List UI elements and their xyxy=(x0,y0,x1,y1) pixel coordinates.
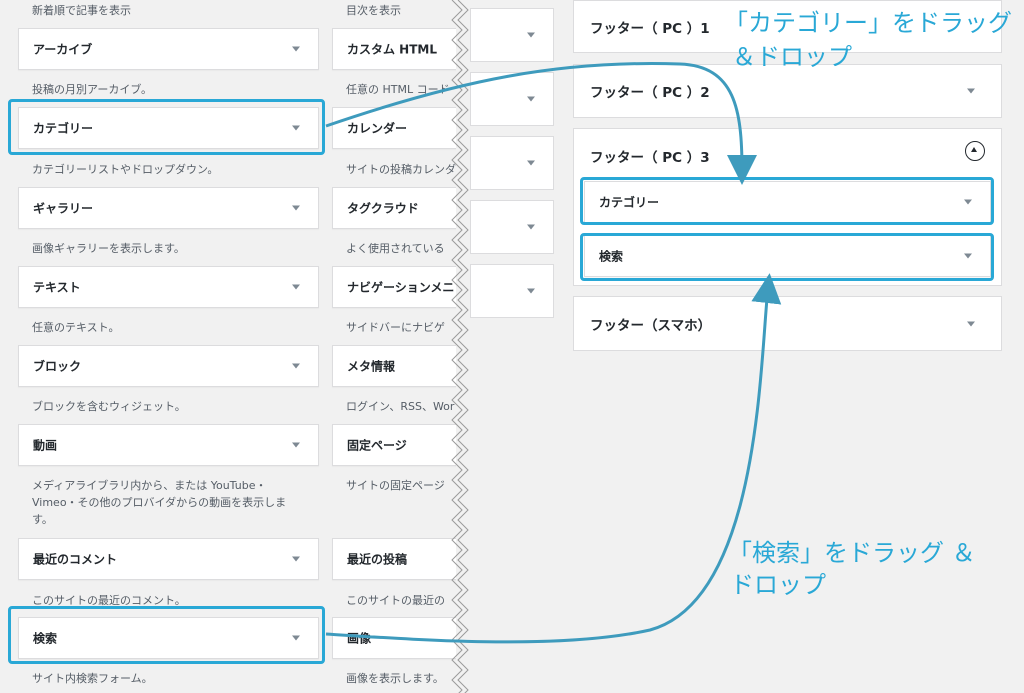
caret-down-icon[interactable] xyxy=(527,288,535,294)
widget-desc: 任意のテキスト。 xyxy=(32,321,120,334)
caret-down-icon[interactable] xyxy=(967,321,975,326)
highlight-category-target xyxy=(580,177,994,225)
widget-desc: 画像ギャラリーを表示します。 xyxy=(32,242,185,255)
widget-desc: サイトの固定ページ xyxy=(346,479,445,492)
widget-label: アーカイブ xyxy=(33,42,93,57)
widget-desc: 画像を表示します。 xyxy=(346,672,444,685)
annotation-category-line1: 「カテゴリー」をドラッグ xyxy=(724,9,1012,37)
caret-down-icon[interactable] xyxy=(292,442,300,448)
widget-desc: サイト内検索フォーム。 xyxy=(32,672,153,685)
widget-label: 検索 xyxy=(599,249,624,264)
widget-label: 検索 xyxy=(33,631,58,646)
sidebar-title: フッター（ PC ）2 xyxy=(590,85,710,101)
widget-label: テキスト xyxy=(33,280,81,295)
available-widget-block[interactable]: ブロック xyxy=(18,345,319,387)
widget-desc-top: 新着順で記事を表示 xyxy=(32,4,131,17)
widget-desc: 任意の HTML コード xyxy=(346,83,450,96)
caret-down-icon[interactable] xyxy=(292,205,300,211)
sidebar-partial-1[interactable] xyxy=(470,8,554,62)
widget-desc: このサイトの最近のコメント。 xyxy=(32,594,186,607)
available-widget-nav-menu[interactable]: ナビゲーションメニ xyxy=(332,266,456,308)
sidebar-footer-pc-3[interactable]: フッター（ PC ）3 カテゴリー 検索 xyxy=(573,128,1002,286)
available-widget-meta[interactable]: メタ情報 xyxy=(332,345,456,387)
highlight-search-source xyxy=(8,606,325,664)
widget-desc: サイドバーにナビゲ xyxy=(346,321,445,334)
sidebar-title: フッター（ PC ）1 xyxy=(590,20,710,37)
widget-desc: このサイトの最近の xyxy=(346,594,445,607)
widget-label: カスタム HTML xyxy=(347,42,437,57)
annotation-search-line1: 「検索」をドラッグ ＆ xyxy=(728,539,976,567)
widget-desc: 投稿の月別アーカイブ。 xyxy=(32,83,153,96)
caret-down-icon[interactable] xyxy=(292,556,300,562)
widget-label: 動画 xyxy=(33,438,58,453)
sidebar-footer-pc-2[interactable]: フッター（ PC ）2 xyxy=(573,64,1002,118)
available-widget-search[interactable]: 検索 xyxy=(18,617,319,659)
widget-label: メタ情報 xyxy=(347,359,396,374)
caret-down-icon[interactable] xyxy=(964,199,972,205)
collapse-toggle-icon[interactable] xyxy=(965,141,985,161)
available-widget-category[interactable]: カテゴリー xyxy=(18,107,319,149)
widget-desc: メディアライブラリ内から、または YouTube・Vimeo・その他のプロバイダ… xyxy=(32,479,287,526)
available-widget-recent-comments[interactable]: 最近のコメント xyxy=(18,538,319,580)
sidebar-footer-smartphone[interactable]: フッター（スマホ） xyxy=(573,296,1002,351)
widget-label: 最近のコメント xyxy=(33,552,118,567)
widget-desc: ログイン、RSS、Wor xyxy=(346,400,455,413)
caret-down-icon[interactable] xyxy=(292,125,300,131)
widget-label: ブロック xyxy=(33,359,82,374)
widget-desc: サイトの投稿カレンダ xyxy=(346,163,456,176)
placed-widget-category[interactable]: カテゴリー xyxy=(584,181,991,223)
sidebar-partial-5[interactable] xyxy=(470,264,554,318)
widget-label: タグクラウド xyxy=(347,201,419,216)
highlight-search-target xyxy=(580,233,994,281)
caret-down-icon[interactable] xyxy=(292,635,300,641)
widget-label: ナビゲーションメニ xyxy=(347,280,455,295)
annotation-search-line2: ドロップ xyxy=(730,571,826,599)
widget-label: カテゴリー xyxy=(33,121,94,136)
arrow-category xyxy=(325,62,757,185)
widget-label: ギャラリー xyxy=(33,201,94,216)
available-widget-tag-cloud[interactable]: タグクラウド xyxy=(332,187,456,229)
caret-down-icon[interactable] xyxy=(292,363,300,369)
available-widget-calendar[interactable]: カレンダー xyxy=(332,107,456,149)
available-widget-custom-html[interactable]: カスタム HTML xyxy=(332,28,456,70)
caret-down-icon[interactable] xyxy=(527,160,535,166)
widget-desc: よく使用されている xyxy=(346,242,445,255)
caret-down-icon[interactable] xyxy=(527,32,535,38)
caret-down-icon[interactable] xyxy=(967,88,975,94)
sidebar-partial-4[interactable] xyxy=(470,200,554,254)
caret-down-icon[interactable] xyxy=(292,46,300,52)
caret-down-icon[interactable] xyxy=(527,224,535,230)
widget-label: カレンダー xyxy=(347,121,408,136)
available-widget-recent-posts[interactable]: 最近の投稿 xyxy=(332,538,456,580)
caret-down-icon[interactable] xyxy=(527,96,535,102)
sidebar-title: フッター（ PC ）3 xyxy=(590,150,710,166)
torn-edge-divider xyxy=(451,0,469,693)
available-widget-archive[interactable]: アーカイブ xyxy=(18,28,319,70)
arrow-search xyxy=(325,273,782,644)
sidebar-partial-3[interactable] xyxy=(470,136,554,190)
widget-desc: ブロックを含むウィジェット。 xyxy=(32,400,186,413)
available-widget-text[interactable]: テキスト xyxy=(18,266,319,308)
caret-down-icon[interactable] xyxy=(964,253,972,259)
widget-desc: カテゴリーリストやドロップダウン。 xyxy=(32,163,219,176)
sidebar-footer-pc-1[interactable]: フッター（ PC ）1 xyxy=(573,0,1002,53)
highlight-category-source xyxy=(8,99,325,155)
available-widget-video[interactable]: 動画 xyxy=(18,424,319,466)
caret-down-icon[interactable] xyxy=(292,284,300,290)
widget-label: 固定ページ xyxy=(347,438,407,453)
annotation-category-line2: ＆ドロップ xyxy=(732,43,852,71)
widget-label: カテゴリー xyxy=(599,195,660,210)
available-widget-gallery[interactable]: ギャラリー xyxy=(18,187,319,229)
available-widget-pages[interactable]: 固定ページ xyxy=(332,424,456,466)
sidebar-title: フッター（スマホ） xyxy=(590,317,712,334)
widget-label: 最近の投稿 xyxy=(347,552,408,567)
widget-desc-top: 目次を表示 xyxy=(346,4,401,17)
